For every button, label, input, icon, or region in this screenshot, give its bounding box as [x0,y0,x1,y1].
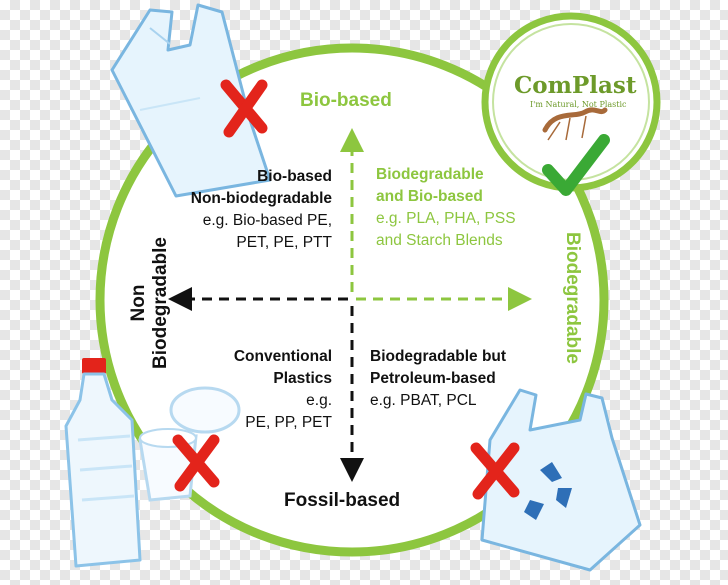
quadrant-top-right-line2: and Bio-based [376,188,483,205]
quadrant-top-right: Biodegradable and Bio-based e.g. PLA, PH… [376,164,516,252]
quadrant-bottom-left-line4: PE, PP, PET [245,414,332,431]
axis-left-line2: Biodegradable [150,237,171,369]
logo-tagline: I'm Natural, Not Plastic [530,100,627,109]
cross-icon [220,79,268,138]
axis-left-label: Non Biodegradable [128,233,172,373]
quadrant-bottom-left-line3: e.g. [306,392,332,409]
axis-right-label: Biodegradable [562,232,583,364]
quadrant-bottom-right-line1: Biodegradable but [370,348,507,365]
quadrant-top-left-line2: Non-biodegradable [190,190,332,207]
axis-left-line1: Non [128,284,149,322]
quadrant-top-right-line3: e.g. PLA, PHA, PSS [376,210,516,227]
quadrant-bottom-right: Biodegradable but Petroleum-based e.g. P… [370,346,506,412]
quadrant-top-left: Bio-based Non-biodegradable e.g. Bio-bas… [150,166,332,254]
quadrant-bottom-left: Conventional Plastics e.g. PE, PP, PET [172,346,332,434]
recycle-bag-icon [480,388,642,572]
plastic-bag-icon [110,3,272,198]
axis-bottom-label: Fossil-based [284,490,401,511]
quadrant-bottom-right-line3: e.g. PBAT, PCL [370,392,477,409]
bottle-and-cups-icon [64,358,241,568]
cross-icon [172,434,220,492]
cross-icon [470,442,520,500]
quadrant-top-left-line4: PET, PE, PTT [236,234,332,251]
check-icon [542,134,610,196]
quadrant-top-right-line1: Biodegradable [376,166,484,183]
quadrant-bottom-right-line2: Petroleum-based [370,370,496,387]
axis-top-label: Bio-based [300,90,392,111]
quadrant-bottom-left-line2: Plastics [273,370,332,387]
quadrant-bottom-left-line1: Conventional [233,348,332,365]
quadrant-top-left-line1: Bio-based [257,168,332,185]
logo-name: ComPlast [514,72,637,99]
quadrant-top-left-line3: e.g. Bio-based PE, [202,212,332,229]
quadrant-top-right-line4: and Starch Blends [376,232,503,249]
